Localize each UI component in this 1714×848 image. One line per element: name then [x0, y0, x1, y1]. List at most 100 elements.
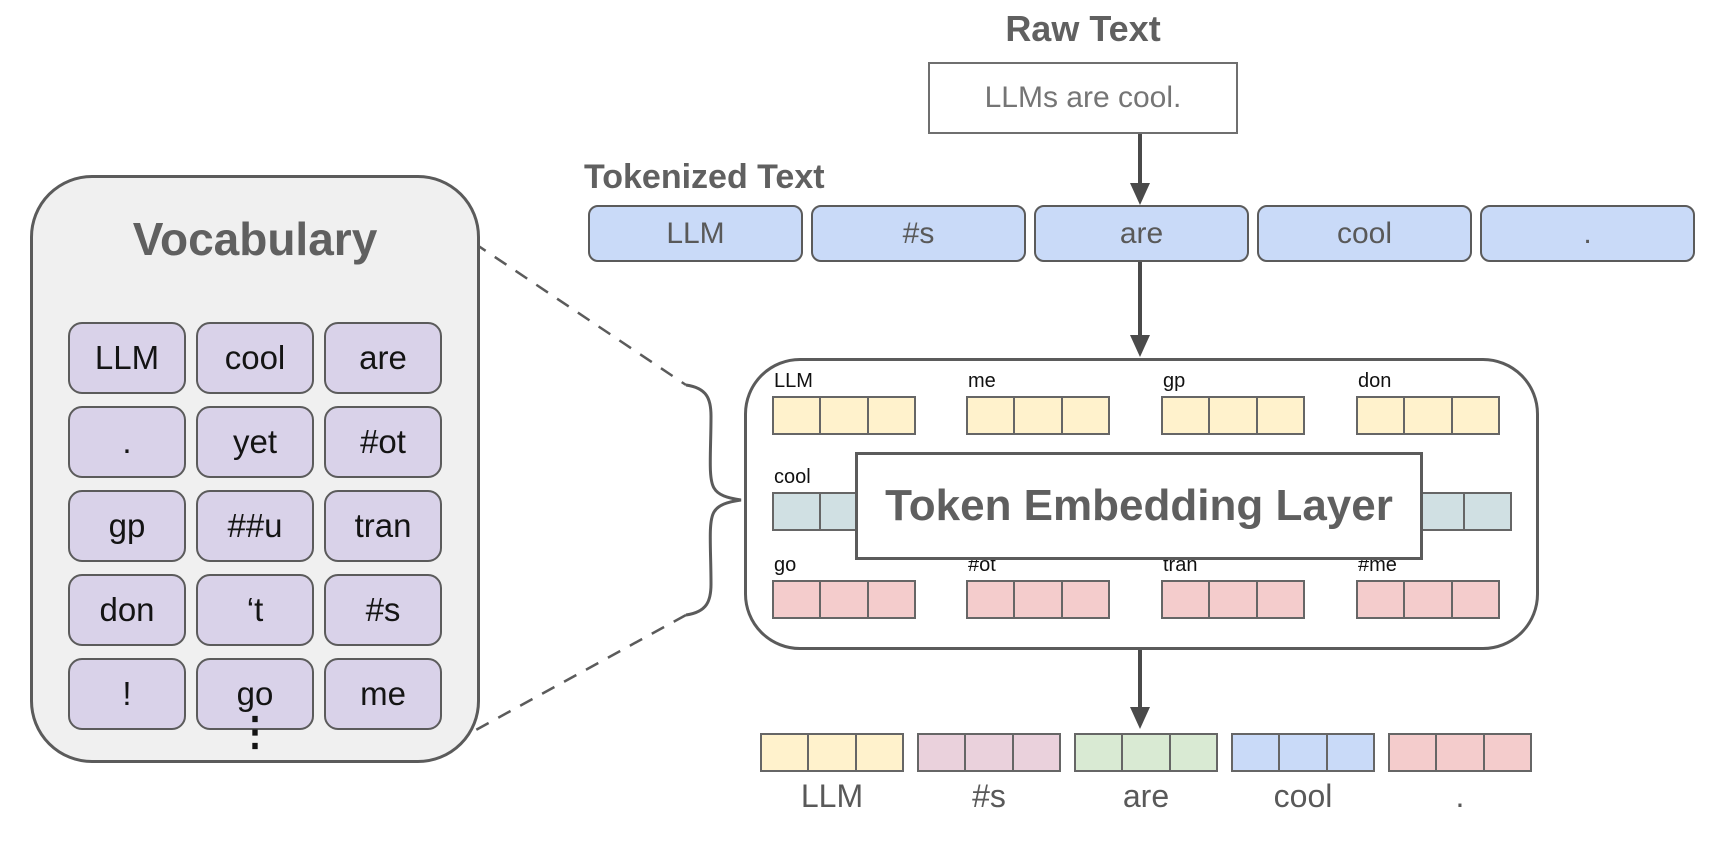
vocab-dashed-line-top [473, 241, 687, 387]
output-vector [760, 733, 904, 772]
vector-cell [1011, 735, 1059, 770]
vector-cell [1325, 735, 1373, 770]
vector-cell [819, 398, 866, 433]
arrow-embedding-to-output [1130, 650, 1150, 729]
embedding-vector-label: LLM [774, 370, 813, 392]
vector-cell [1208, 582, 1255, 617]
raw-text-heading: Raw Text [1005, 8, 1161, 49]
vector-cell [1013, 582, 1060, 617]
vector-cell [1168, 735, 1216, 770]
vector-cell [807, 735, 854, 770]
vocab-dashed-line-bottom [473, 613, 687, 733]
vector-cell [774, 398, 819, 433]
vocab-item: . [68, 406, 186, 478]
embedding-vector-label: cool [774, 466, 811, 488]
vocab-item: LLM [68, 322, 186, 394]
vector-cell [1255, 398, 1303, 433]
arrow-tokenized-to-embedding [1130, 262, 1150, 357]
vector-cell [774, 582, 819, 617]
vector-cell [866, 398, 914, 433]
embedding-vector-label: don [1358, 370, 1392, 392]
vector-cell [762, 735, 807, 770]
embedding-vector [1161, 396, 1305, 435]
vocabulary-title: Vocabulary [132, 213, 378, 265]
vocab-item: #s [324, 574, 442, 646]
vocab-item: ##u [196, 490, 314, 562]
vector-cell [1278, 735, 1325, 770]
output-vector-label: are [1122, 778, 1170, 814]
vocab-brace [685, 383, 742, 617]
vector-cell [866, 582, 914, 617]
vocab-item: are [324, 322, 442, 394]
vector-cell [1163, 582, 1208, 617]
output-vector-label: . [1455, 778, 1465, 814]
output-vector [1388, 733, 1532, 772]
vector-cell [1462, 494, 1510, 529]
vocab-item: tran [324, 490, 442, 562]
vector-cell [1076, 735, 1121, 770]
embedding-vector [772, 580, 916, 619]
vector-cell [819, 582, 866, 617]
vector-cell [1163, 398, 1208, 433]
vector-cell [968, 398, 1013, 433]
vocab-item: me [324, 658, 442, 730]
vocabulary-ellipsis: ⋮ [235, 710, 275, 754]
vocab-item: gp [68, 490, 186, 562]
vector-cell [964, 735, 1011, 770]
vector-cell [1121, 735, 1168, 770]
vocab-item: yet [196, 406, 314, 478]
token-embedding-layer-title: Token Embedding Layer [885, 481, 1393, 530]
token-box: LLM [588, 205, 803, 262]
embedding-vector [772, 396, 916, 435]
vector-cell [1482, 735, 1530, 770]
embedding-vector-label: me [968, 370, 996, 392]
embedding-vector [966, 580, 1110, 619]
vector-cell [1255, 582, 1303, 617]
token-box: #s [811, 205, 1026, 262]
vector-cell [1403, 582, 1450, 617]
vector-cell [1060, 398, 1108, 433]
output-vector-label: LLM [800, 778, 864, 814]
vector-cell [1403, 398, 1450, 433]
raw-text-value: LLMs are cool. [984, 81, 1182, 114]
embedding-vector [1356, 396, 1500, 435]
token-box: . [1480, 205, 1695, 262]
token-box: are [1034, 205, 1249, 262]
vocab-item: ‘t [196, 574, 314, 646]
vector-cell [1390, 735, 1435, 770]
vector-cell [854, 735, 902, 770]
vector-cell [1013, 398, 1060, 433]
embedding-vector-label: gp [1163, 370, 1186, 392]
vector-cell [819, 494, 866, 529]
vocab-item: ! [68, 658, 186, 730]
vector-cell [1450, 582, 1498, 617]
output-vector [1074, 733, 1218, 772]
vector-cell [1450, 398, 1498, 433]
vector-cell [1358, 398, 1403, 433]
vector-cell [1233, 735, 1278, 770]
vector-cell [1208, 398, 1255, 433]
vocab-item: don [68, 574, 186, 646]
embedding-vector [1356, 580, 1500, 619]
output-vector [1231, 733, 1375, 772]
vector-cell [774, 494, 819, 529]
output-vector-label: #s [972, 778, 1006, 814]
embedding-vector [966, 396, 1110, 435]
token-box: cool [1257, 205, 1472, 262]
embedding-vector [1161, 580, 1305, 619]
vector-cell [1358, 582, 1403, 617]
vector-cell [1060, 582, 1108, 617]
vector-cell [919, 735, 964, 770]
output-vector-label: cool [1273, 778, 1333, 814]
arrow-raw-to-tokenized [1130, 134, 1150, 205]
vector-cell [1435, 735, 1482, 770]
vocab-item: #ot [324, 406, 442, 478]
token-embedding-layer-label-box: Token Embedding Layer [855, 452, 1423, 560]
tokenized-text-heading: Tokenized Text [584, 158, 825, 196]
raw-text-box: LLMs are cool. [928, 62, 1238, 134]
embedding-vector-label: go [774, 554, 797, 576]
vector-cell [968, 582, 1013, 617]
vocab-item: go [196, 658, 314, 730]
